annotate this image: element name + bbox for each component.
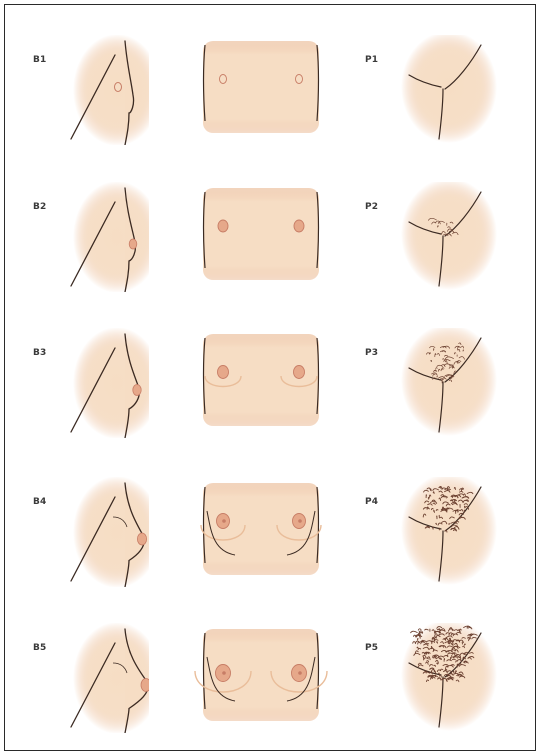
skin-wash xyxy=(401,328,497,436)
breast-front-view xyxy=(191,330,331,430)
breast-stage-label: B3 xyxy=(33,348,47,358)
skin-wash xyxy=(73,35,149,145)
breast-front-view xyxy=(191,37,331,137)
pubic-hair-view xyxy=(397,623,497,733)
pubic-stage-label: P4 xyxy=(365,497,378,507)
stage-row: B2 P2 xyxy=(5,182,537,292)
torso-skin xyxy=(203,334,319,426)
breast-stage-label: B2 xyxy=(33,202,47,212)
stage-row: B1 P1 xyxy=(5,35,537,145)
stage-row: B5 P5 xyxy=(5,623,537,733)
right-nipple-icon xyxy=(298,519,302,523)
left-areola-icon xyxy=(218,220,228,232)
left-areola-icon xyxy=(218,366,229,379)
breast-stage-label: B4 xyxy=(33,497,47,507)
pubic-stage-label: P5 xyxy=(365,643,378,653)
breast-side-view xyxy=(59,35,149,145)
breast-side-view xyxy=(59,328,149,438)
breast-side-view xyxy=(59,182,149,292)
hair-strand xyxy=(444,658,445,661)
torso-skin xyxy=(203,483,319,575)
pubic-hair-view xyxy=(397,35,497,145)
areola-icon xyxy=(141,679,149,692)
torso-skin xyxy=(203,188,319,280)
skin-wash xyxy=(401,477,497,585)
breast-side-view xyxy=(59,623,149,733)
hair-strand xyxy=(431,646,432,648)
torso-skin xyxy=(203,41,319,133)
left-nipple-icon xyxy=(222,671,226,675)
breast-front-view xyxy=(191,184,331,284)
breast-side-view xyxy=(59,477,149,587)
hair-strand xyxy=(411,631,418,633)
areola-icon xyxy=(137,533,146,545)
stage-row: B3 P3 xyxy=(5,328,537,438)
breast-front-view xyxy=(191,479,331,579)
figure-frame: B1 P1B2 P2B3 P3B4 P4B5 P5 xyxy=(4,4,536,751)
pubic-hair-view xyxy=(397,477,497,587)
breast-stage-label: B1 xyxy=(33,55,47,65)
pubic-stage-label: P3 xyxy=(365,348,378,358)
pubic-stage-label: P1 xyxy=(365,55,378,65)
right-nipple-icon xyxy=(298,671,302,675)
breast-front-view xyxy=(191,625,331,725)
stage-row: B4 P4 xyxy=(5,477,537,587)
pubic-stage-label: P2 xyxy=(365,202,378,212)
breast-stage-label: B5 xyxy=(33,643,47,653)
pubic-hair-view xyxy=(397,182,497,292)
skin-wash xyxy=(401,35,497,143)
left-nipple-icon xyxy=(222,519,226,523)
areola-icon xyxy=(129,239,137,249)
pubic-hair-view xyxy=(397,328,497,438)
skin-wash xyxy=(401,182,497,290)
right-areola-icon xyxy=(294,366,305,379)
skin-wash xyxy=(73,182,149,292)
areola-icon xyxy=(133,385,141,396)
right-areola-icon xyxy=(294,220,304,232)
